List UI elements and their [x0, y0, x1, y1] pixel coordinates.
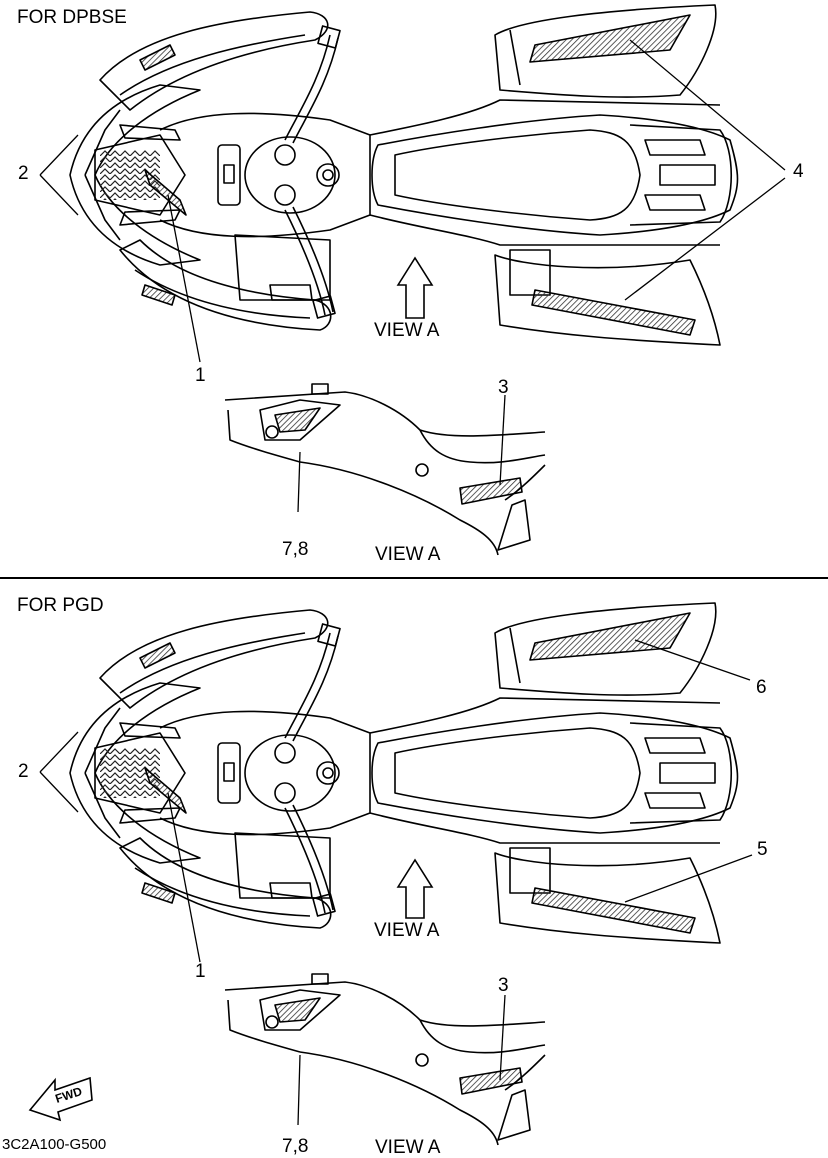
callout-5: 5	[757, 839, 768, 860]
view-a-arrow	[396, 858, 434, 919]
leader-5	[624, 854, 753, 903]
callout-1: 1	[195, 961, 206, 982]
callout-6: 6	[756, 677, 767, 698]
leader-1	[167, 194, 201, 363]
callout-4: 4	[793, 161, 804, 182]
view-a-label: VIEW A	[374, 320, 440, 341]
section-divider	[0, 577, 828, 579]
leader-1	[167, 792, 201, 963]
callout-1: 1	[195, 365, 206, 386]
diagram-code: 3C2A100-G500	[2, 1136, 107, 1153]
leader-78	[297, 451, 301, 513]
leader-4	[624, 39, 786, 301]
view-a-label: VIEW A	[375, 1137, 441, 1158]
section-title-pgd: FOR PGD	[17, 595, 104, 616]
callout-2: 2	[18, 163, 29, 184]
view-a-label: VIEW A	[375, 544, 441, 565]
callout-2: 2	[18, 761, 29, 782]
view-a-label: VIEW A	[374, 920, 440, 941]
leader-3	[499, 394, 506, 486]
view-a-arrow	[396, 256, 434, 319]
section-title-dpbse: FOR DPBSE	[17, 7, 127, 28]
callout-7-8: 7,8	[282, 539, 309, 560]
pgd-side-view	[224, 973, 546, 1146]
leader-78	[297, 1054, 301, 1126]
leader-3	[499, 994, 506, 1081]
callout-3: 3	[498, 377, 509, 398]
pgd-top-view	[69, 602, 739, 944]
callout-3: 3	[498, 975, 509, 996]
leader-2	[39, 731, 79, 813]
leader-6	[634, 639, 751, 681]
fwd-arrow-icon	[28, 1076, 93, 1122]
dpbse-top-view	[69, 4, 739, 346]
leader-2	[39, 134, 79, 216]
dpbse-side-view	[224, 383, 546, 556]
callout-7-8: 7,8	[282, 1136, 309, 1157]
